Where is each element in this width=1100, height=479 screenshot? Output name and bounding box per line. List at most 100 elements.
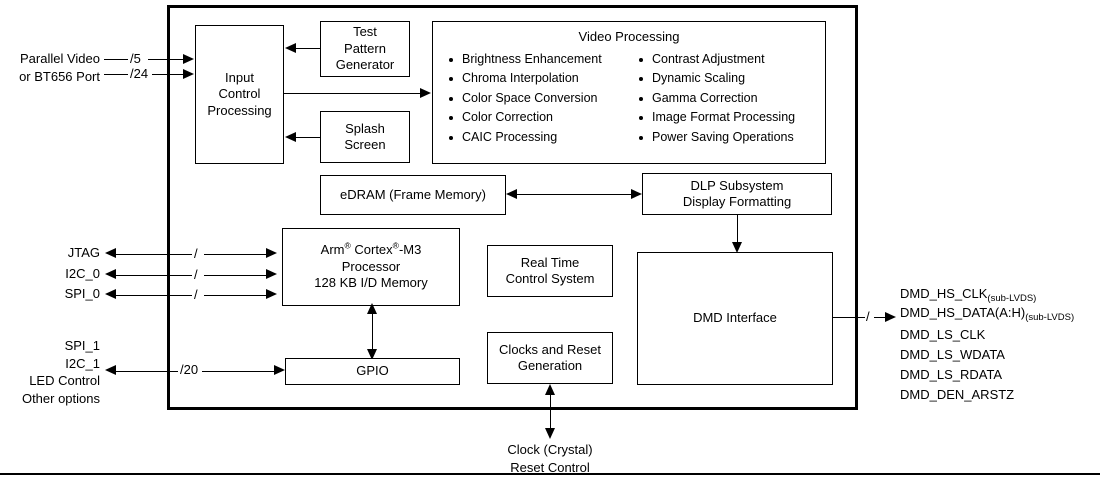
block-video-processing-title: Video Processing [578, 29, 680, 44]
block-edram-label: eDRAM (Frame Memory) [340, 186, 486, 202]
arrowhead-edram-dlp-left [506, 188, 517, 199]
arrowhead-dmd-out [885, 311, 896, 322]
wire-i2c0-b [204, 274, 266, 276]
port-label-parallel-video: Parallel Video or BT656 Port [0, 50, 100, 85]
block-splash-screen: Splash Screen [320, 111, 410, 163]
arrowhead-dlp-to-dmd [731, 242, 742, 253]
width-label-gpio-20: /20 [180, 362, 199, 377]
port-label-parallel-video-line-2: or BT656 Port [19, 68, 100, 84]
block-test-pattern-generator: Test Pattern Generator [320, 21, 410, 77]
list-item: Dynamic Scaling [637, 69, 813, 88]
port-label-dmd-den-arstz: DMD_DEN_ARSTZ [900, 387, 1015, 402]
wire-tpg-to-input [296, 48, 320, 49]
chip-boundary [167, 5, 858, 410]
block-clocks-and-reset-generation: Clocks and Reset Generation [487, 332, 613, 384]
port-label-dmd-hs-clk-sub: (sub-LVDS) [987, 293, 1037, 304]
arrowhead-spi0-out [105, 289, 116, 299]
block-input-control-line-3: Processing [207, 102, 272, 118]
width-label-video-5: /5 [130, 51, 141, 66]
port-label-dmd-hs-data-name: DMD_HS_DATA(A:H) [900, 305, 1026, 320]
wire-dmd-out-b [874, 317, 886, 318]
wire-spi0-a [116, 294, 192, 296]
wire-input-to-video-processing [284, 93, 421, 94]
list-item: Brightness Enhancement [447, 50, 623, 69]
block-dmd-interface-label: DMD Interface [693, 310, 777, 326]
wire-edram-dlp [517, 194, 634, 195]
block-dlp-subsystem: DLP Subsystem Display Formatting [642, 173, 832, 215]
arrowhead-spi0-in [266, 289, 277, 299]
block-gpio: GPIO [285, 358, 460, 385]
block-processor-line-1: Arm® Cortex®-M3 [287, 242, 455, 258]
block-input-control-processing: Input Control Processing [195, 25, 284, 164]
block-arm-cortex-m3-processor: Arm® Cortex®-M3 Processor 128 KB I/D Mem… [282, 228, 460, 306]
port-label-jtag: JTAG [67, 245, 100, 260]
arrowhead-tpg-to-input [285, 42, 296, 53]
block-splash-line-1: Splash [345, 120, 385, 136]
block-dlp-subsystem-line-2: Display Formatting [682, 194, 792, 209]
list-item: Gamma Correction [637, 89, 813, 108]
width-label-i2c0: / [194, 267, 198, 282]
wire-gpio-a [116, 370, 178, 372]
arrowhead-video-24 [183, 68, 194, 79]
arrowhead-input-to-video-processing [420, 87, 431, 98]
list-item: Color Space Conversion [447, 89, 623, 108]
wire-dmd-out-a [833, 317, 865, 318]
block-processor-line-2: Processor [341, 258, 401, 274]
arrowhead-processor-gpio-down [366, 349, 377, 360]
port-label-dmd-ls-rdata: DMD_LS_RDATA [900, 367, 1003, 382]
wire-video-5 [104, 59, 128, 60]
block-dlp-subsystem-line-1: DLP Subsystem [690, 177, 784, 193]
list-item: CAIC Processing [447, 128, 623, 147]
registered-icon: ® [344, 241, 351, 252]
block-test-pattern-line-3: Generator [335, 57, 395, 73]
block-clocks-line-1: Clocks and Reset [499, 341, 601, 357]
arrowhead-splash-to-input [285, 131, 296, 142]
arrowhead-video-5 [183, 53, 194, 64]
block-clocks-line-2: Generation [517, 358, 583, 373]
arrowhead-i2c0-in [266, 269, 277, 279]
port-label-clock-crystal: Clock (Crystal) Reset Control [460, 441, 640, 476]
wire-video-24 [104, 74, 128, 75]
arrowhead-jtag-out [105, 248, 116, 258]
block-real-time-line-2: Control System [505, 271, 595, 286]
list-item: Image Format Processing [637, 108, 813, 127]
block-dmd-interface: DMD Interface [637, 252, 833, 385]
wire-splash-to-input [296, 137, 320, 138]
video-processing-feature-list-right: Contrast Adjustment Dynamic Scaling Gamm… [637, 50, 813, 147]
video-processing-feature-list-left: Brightness Enhancement Chroma Interpolat… [447, 50, 623, 147]
list-item: Chroma Interpolation [447, 69, 623, 88]
port-label-clock-crystal-line-1: Clock (Crystal) [507, 442, 593, 457]
block-gpio-label: GPIO [356, 363, 389, 379]
width-label-jtag: / [194, 246, 198, 261]
wire-spi0-b [204, 294, 266, 296]
block-test-pattern-line-1: Test [353, 24, 377, 40]
arrowhead-clocks-down [544, 428, 555, 439]
processor-arm-text: Arm [320, 242, 345, 258]
block-splash-line-2: Screen [344, 137, 386, 152]
port-label-spi1: SPI_1 [64, 338, 100, 353]
arrowhead-clocks-up [544, 384, 555, 395]
port-label-parallel-video-line-1: Parallel Video [20, 51, 100, 66]
port-label-led-control: LED Control [29, 373, 100, 389]
processor-m3-text: -M3 [398, 242, 422, 258]
block-video-processing: Video Processing Brightness Enhancement … [432, 21, 826, 164]
port-label-dmd-hs-clk-name: DMD_HS_CLK [900, 286, 988, 301]
block-real-time-control-system: Real Time Control System [487, 245, 613, 297]
width-label-dmd: / [866, 309, 870, 324]
port-label-other-options: Other options [21, 390, 100, 406]
width-label-spi0: / [194, 287, 198, 302]
arrowhead-edram-dlp-right [631, 188, 642, 199]
port-label-i2c0: I2C_0 [65, 266, 100, 281]
arrowhead-jtag-in [266, 248, 277, 258]
width-label-video-24: /24 [130, 66, 149, 81]
port-label-dmd-hs-clk: DMD_HS_CLK(sub-LVDS) [900, 285, 1037, 304]
wire-i2c0-a [116, 274, 192, 276]
port-label-clock-crystal-line-2: Reset Control [510, 459, 590, 475]
block-real-time-line-1: Real Time [520, 254, 580, 270]
wire-gpio-b [202, 370, 274, 372]
arrowhead-gpio-in [274, 365, 285, 375]
block-edram-frame-memory: eDRAM (Frame Memory) [320, 175, 506, 215]
arrowhead-i2c0-out [105, 269, 116, 279]
registered-icon: ® [392, 241, 399, 252]
